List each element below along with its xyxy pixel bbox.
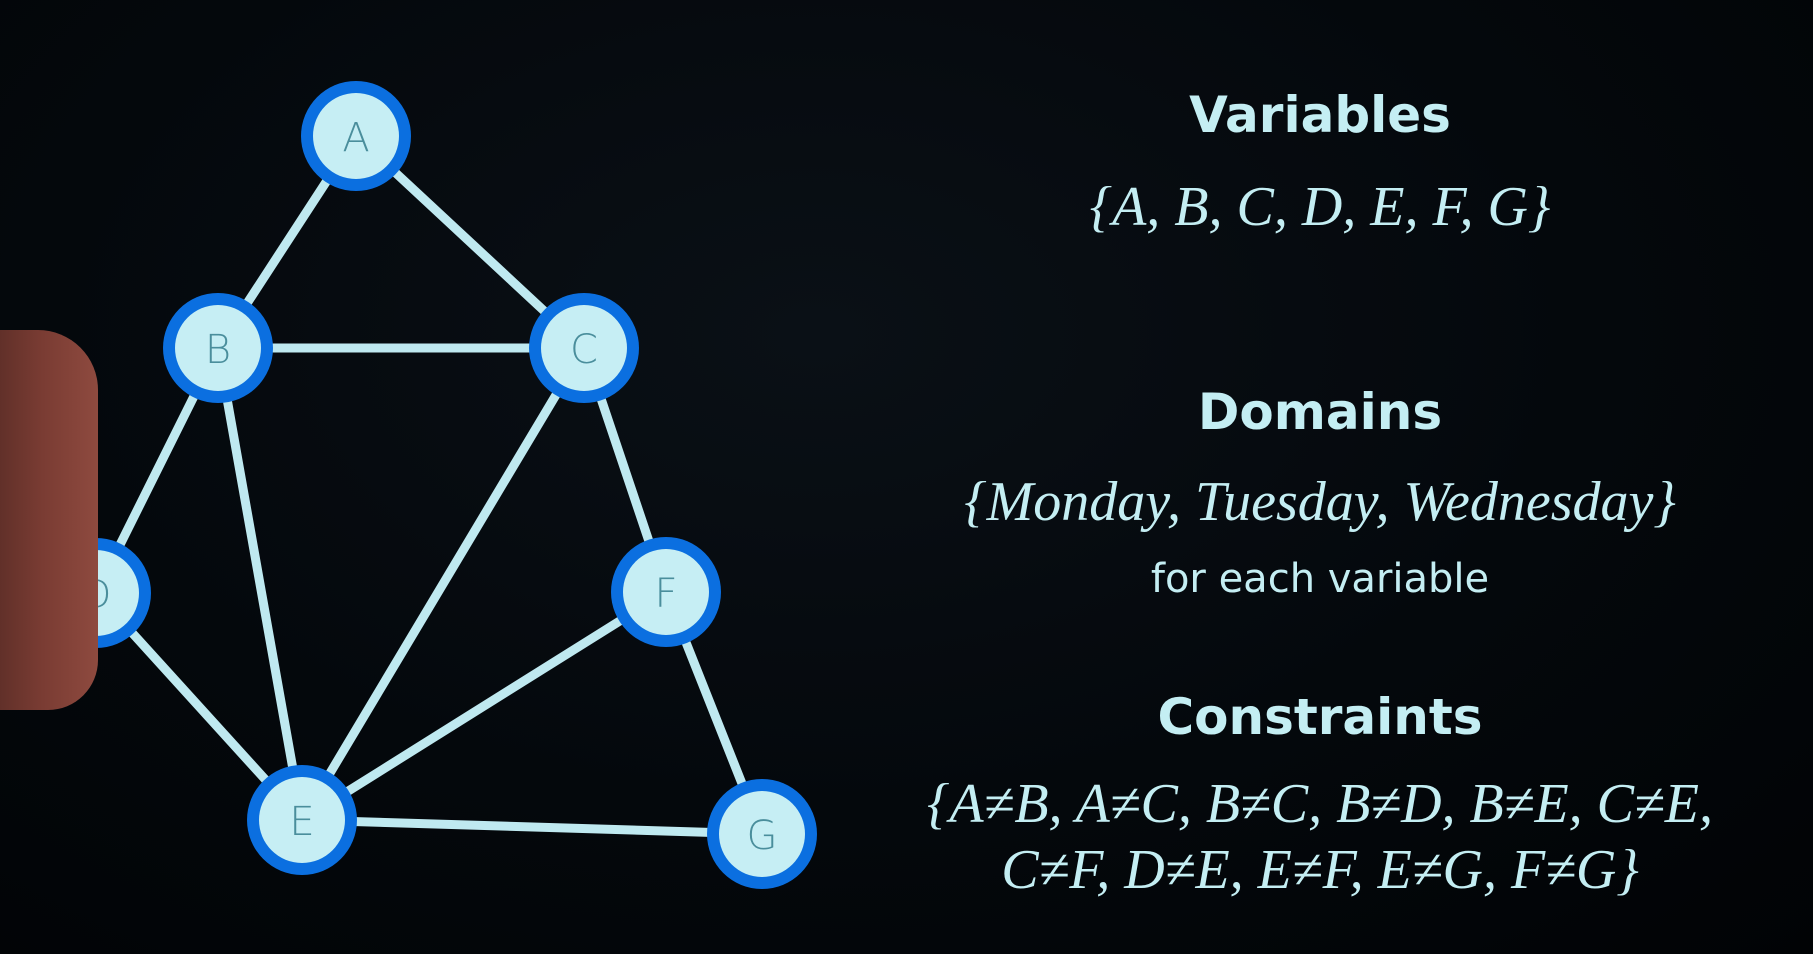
node-core: [719, 791, 805, 877]
node-core: [259, 777, 345, 863]
constraints-heading: Constraints: [1157, 688, 1483, 746]
node-label: G: [747, 813, 778, 859]
node-G: G: [707, 779, 817, 889]
variables-set: {A, B, C, D, E, F, G}: [1089, 176, 1551, 238]
node-E: E: [247, 765, 357, 875]
domains-set: {Monday, Tuesday, Wednesday}: [964, 471, 1676, 533]
domains-heading: Domains: [1197, 383, 1443, 441]
node-label: C: [570, 327, 598, 373]
node-A: A: [301, 81, 411, 191]
node-C: C: [529, 293, 639, 403]
problem-definition-panel: Variables {A, B, C, D, E, F, G} Domains …: [880, 0, 1760, 954]
node-core: [313, 93, 399, 179]
constraints-line-2: C≠F, D≠E, E≠F, E≠G, F≠G}: [1001, 839, 1639, 901]
edge-E-F: [297, 587, 671, 825]
node-label: F: [654, 571, 677, 617]
node-B: B: [163, 293, 273, 403]
constraints-line-1: {A≠B, A≠C, B≠C, B≠D, B≠E, C≠E,: [927, 773, 1713, 835]
domains-note: for each variable: [1150, 556, 1490, 602]
edge-E-G: [297, 815, 767, 839]
edge-C-E: [297, 343, 589, 825]
graph-edges: [91, 131, 767, 839]
node-label: E: [289, 799, 314, 845]
node-label: B: [205, 327, 231, 373]
node-core: [541, 305, 627, 391]
node-core: [623, 549, 709, 635]
node-label: A: [342, 115, 369, 161]
variables-heading: Variables: [1189, 86, 1451, 144]
presenter-silhouette: [0, 330, 98, 710]
node-core: [175, 305, 261, 391]
edge-B-E: [213, 343, 307, 825]
node-F: F: [611, 537, 721, 647]
